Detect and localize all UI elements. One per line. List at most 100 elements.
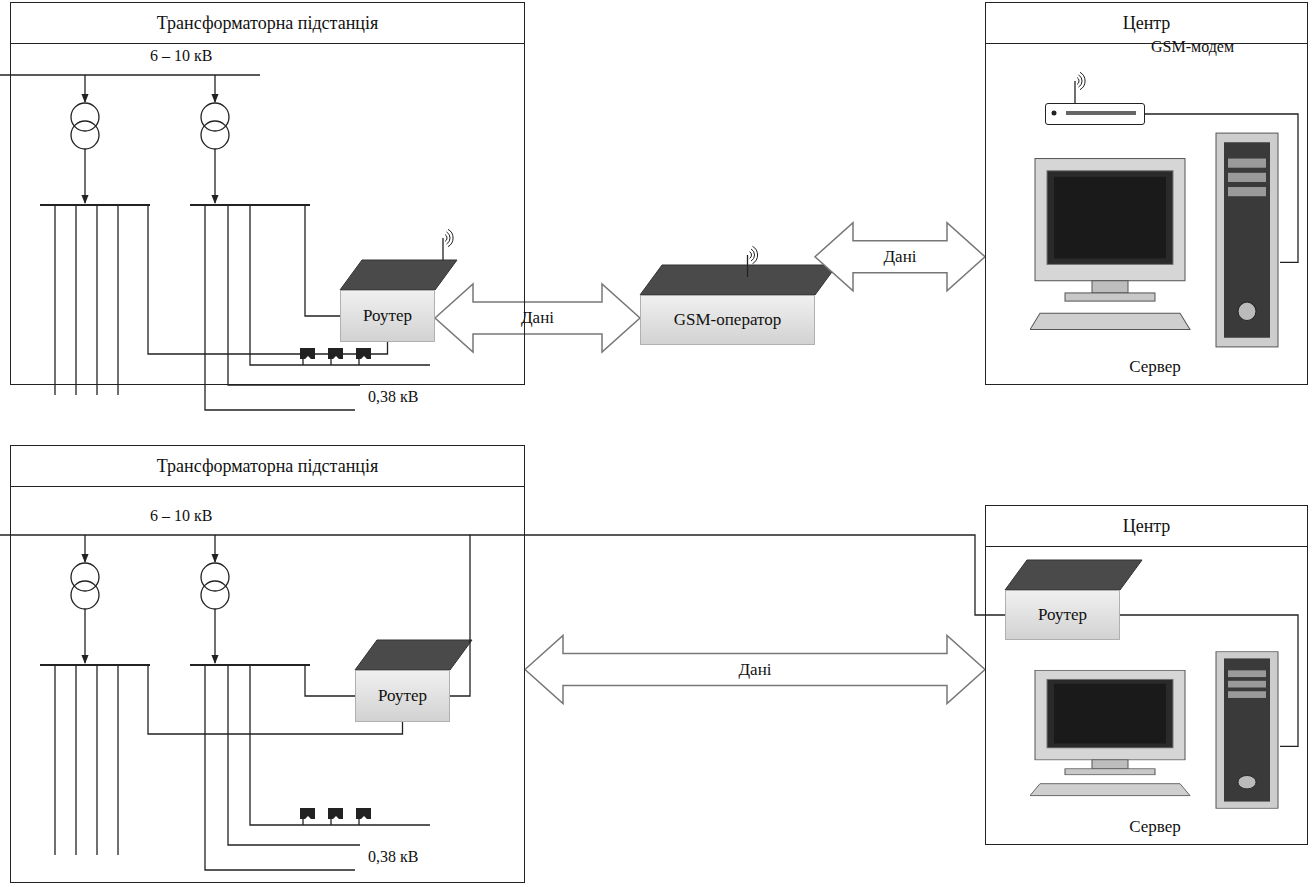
monitor-screen — [1047, 679, 1173, 748]
box-label: GSM-оператор — [674, 310, 781, 330]
drive-bay — [1228, 691, 1266, 698]
frame-title: Центр — [986, 506, 1307, 547]
gsm-modem: GSM-модем — [1045, 103, 1145, 125]
monitor-case — [1035, 670, 1185, 759]
feeder-line — [75, 665, 76, 855]
frame-title: Центр — [986, 3, 1307, 44]
power-button — [1238, 302, 1256, 320]
voltage-label: 6 – 10 кВ — [150, 47, 212, 65]
drive-bay — [1228, 681, 1266, 688]
monitor-stand — [1092, 760, 1128, 769]
feed-arrow — [214, 609, 215, 663]
busbar — [40, 664, 150, 666]
power-button — [1238, 775, 1256, 788]
server-computer: Сервер — [1030, 648, 1280, 840]
keyboard — [1030, 784, 1190, 796]
router-box: Роутер — [340, 290, 435, 342]
router-box: Роутер — [355, 670, 450, 722]
drive-bay — [1228, 670, 1266, 677]
meter-post — [302, 359, 303, 365]
substation-scheme — [0, 75, 430, 410]
modem-led — [1052, 111, 1057, 116]
monitor-stand — [1092, 281, 1128, 293]
monitor-case — [1035, 159, 1185, 281]
transformer-winding — [201, 563, 229, 591]
voltage-label: 0,38 кВ — [368, 388, 418, 406]
frame-title: Трансформаторна підстанція — [11, 446, 524, 487]
modem-details — [1046, 104, 1143, 123]
server-label: Сервер — [1030, 817, 1280, 837]
feed-arrow — [84, 75, 85, 102]
monitor-base — [1065, 293, 1155, 301]
signal-arc — [448, 229, 453, 246]
modem-label: GSM-модем — [1151, 38, 1234, 56]
server-computer: Сервер — [1030, 128, 1280, 380]
voltage-label: 0,38 кВ — [368, 848, 418, 866]
arrow-label: Дані — [884, 247, 917, 267]
feed-arrow — [214, 75, 215, 102]
data-arrow — [525, 636, 985, 704]
antenna-mast — [1074, 81, 1075, 103]
router-link — [305, 665, 355, 696]
substation-frame: Трансформаторна підстанціяРоутер — [10, 445, 525, 883]
feeder-line — [117, 205, 118, 395]
transformer-winding — [201, 103, 229, 131]
router-box: Роутер — [1005, 590, 1120, 640]
data-arrow — [435, 284, 640, 352]
transformer-winding — [201, 121, 229, 149]
feed-arrow — [84, 149, 85, 203]
signal-arc — [1077, 78, 1079, 85]
substation-frame: ЦентрРоутерСервер — [985, 505, 1308, 845]
antenna-mast — [747, 255, 748, 277]
system-unit — [1216, 133, 1278, 347]
feeder-line — [54, 205, 55, 395]
transformer-winding — [71, 563, 99, 591]
feeder-line — [117, 665, 118, 855]
box-top-face — [640, 265, 837, 295]
monitor-base — [1065, 769, 1155, 775]
substation-scheme — [0, 535, 470, 870]
keyboard — [1030, 313, 1190, 329]
hv-line — [0, 74, 260, 75]
feed-arrow — [214, 535, 215, 562]
feeder-line — [96, 205, 97, 395]
signal-arc — [1079, 75, 1083, 87]
monitor-screen — [1047, 171, 1173, 265]
operator-box: GSM-оператор — [640, 295, 815, 345]
frame-title: Трансформаторна підстанція — [11, 3, 524, 44]
box-label: Роутер — [378, 686, 427, 706]
signal-arc — [445, 235, 447, 242]
arrow-label: Дані — [739, 660, 772, 680]
substation-frame: ЦентрGSM-модемСервер — [985, 2, 1308, 385]
modem-slot — [1066, 111, 1136, 115]
meter-post — [330, 819, 331, 825]
system-unit — [1216, 652, 1278, 809]
router-link — [305, 205, 340, 316]
meter-post — [302, 819, 303, 825]
feeder-line — [228, 665, 360, 845]
transformer-winding — [71, 103, 99, 131]
box-top-face — [1005, 560, 1142, 590]
drive-bay — [1228, 159, 1266, 168]
computer-picture — [1030, 648, 1280, 812]
feed-arrow — [214, 149, 215, 203]
voltage-label: 6 – 10 кВ — [150, 507, 212, 525]
antenna-symbol — [748, 246, 758, 277]
signal-arc — [1080, 72, 1085, 89]
feeder-line — [54, 665, 55, 855]
server-label: Сервер — [1030, 357, 1280, 377]
signal-arc — [751, 249, 755, 261]
feed-arrow — [84, 609, 85, 663]
transformer-winding — [201, 581, 229, 609]
meter-symbol — [328, 808, 343, 819]
transformer-winding — [71, 581, 99, 609]
arrow-label: Дані — [521, 308, 554, 328]
meter-post — [358, 819, 359, 825]
screen-glare — [1054, 684, 1166, 744]
signal-arc — [750, 252, 752, 259]
substation-frame: Трансформаторна підстанціяРоутер — [10, 2, 525, 385]
box-label: Роутер — [363, 306, 412, 326]
meter-symbol — [356, 808, 371, 819]
drive-bay — [1228, 187, 1266, 196]
